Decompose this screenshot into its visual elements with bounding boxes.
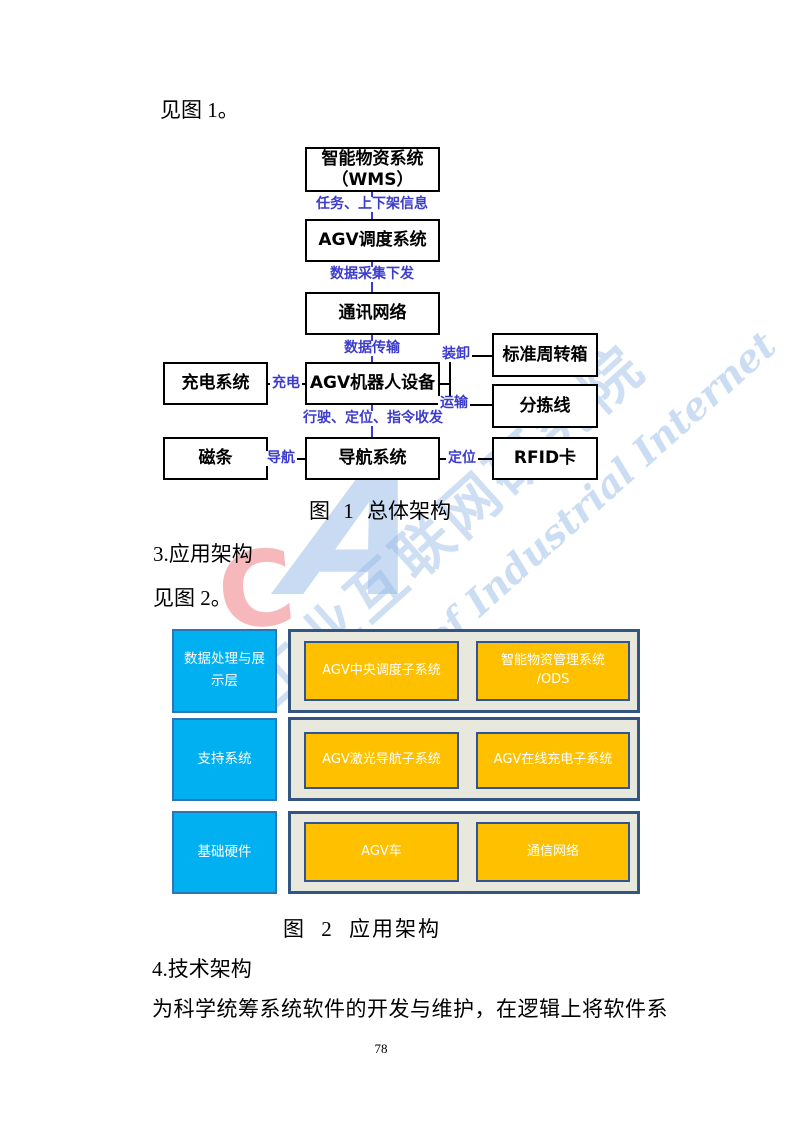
layer-label-support-system: 支持系统 [172,718,277,801]
node-charging-system: 充电系统 [163,362,268,405]
module-box-agv-vehicle: AGV车 [304,822,459,882]
paragraph-see-figure1: 见图 1。 [160,98,239,122]
paragraph-see-figure2: 见图 2。 [153,586,232,610]
page-number: 78 [374,1041,388,1056]
edge-label-locate: 定位 [446,450,478,467]
edge-label-data-collect: 数据采集下发 [328,266,416,283]
node-wms-line1: 智能物资系统 [321,149,424,170]
module-line: AGV激光导航子系统 [322,752,441,768]
section4-heading: 4.技术架构 [152,957,252,981]
watermark-english-text: of Industrial Internet [414,322,785,662]
module-box-communication-network: 通信网络 [476,822,630,882]
node-communication-network: 通讯网络 [305,292,440,335]
module-line: 智能物资管理系统 [500,653,605,669]
connector-transport [451,404,492,406]
edge-label-navigate: 导航 [265,450,297,467]
module-box-intelligent-material-ods: 智能物资管理系统 /ODS [476,641,630,701]
layer-label-basic-hardware: 基础硬件 [172,811,277,894]
node-wms: 智能物资系统 （WMS） [305,147,440,192]
module-box-agv-laser-navigation: AGV激光导航子系统 [304,732,459,789]
body-paragraph-line: 为科学统筹系统软件的开发与维护，在逻辑上将软件系 [152,997,668,1021]
fig1-caption: 图 1 总体架构 [309,499,451,523]
module-line: AGV在线充电子系统 [493,752,613,768]
edge-label-charge: 充电 [270,375,302,392]
edge-label-drive: 行驶、定位、指令收发 [301,410,445,427]
node-agv-dispatch-system: AGV调度系统 [305,219,440,262]
node-standard-turnover-box: 标准周转箱 [492,333,598,377]
connector-branch-vertical [449,356,451,406]
edge-label-data-transfer: 数据传输 [342,340,402,357]
node-rfid-card: RFID卡 [492,437,598,480]
fig2-caption: 图 2 应用架构 [283,917,441,941]
edge-label-task-info: 任务、上下架信息 [314,196,430,213]
node-magnetic-stripe: 磁条 [163,437,268,480]
edge-label-transport: 运输 [438,395,470,412]
module-line: /ODS [536,672,570,687]
layer-label-data-processing: 数据处理与展示层 [172,629,277,713]
module-box-agv-online-charging: AGV在线充电子系统 [476,732,630,789]
edge-label-load-unload: 装卸 [440,346,472,363]
module-line: AGV中央调度子系统 [322,662,441,678]
node-sorting-line: 分拣线 [492,384,598,428]
module-line: AGV车 [361,843,402,859]
node-navigation-system: 导航系统 [305,437,440,480]
connector-agv-branch [440,383,451,385]
section3-heading: 3.应用架构 [153,542,253,566]
node-wms-line2: （WMS） [331,169,414,190]
node-agv-robot-equipment: AGV机器人设备 [305,362,440,405]
module-line: 通信网络 [526,843,579,859]
module-box-agv-central-dispatch: AGV中央调度子系统 [304,641,459,701]
